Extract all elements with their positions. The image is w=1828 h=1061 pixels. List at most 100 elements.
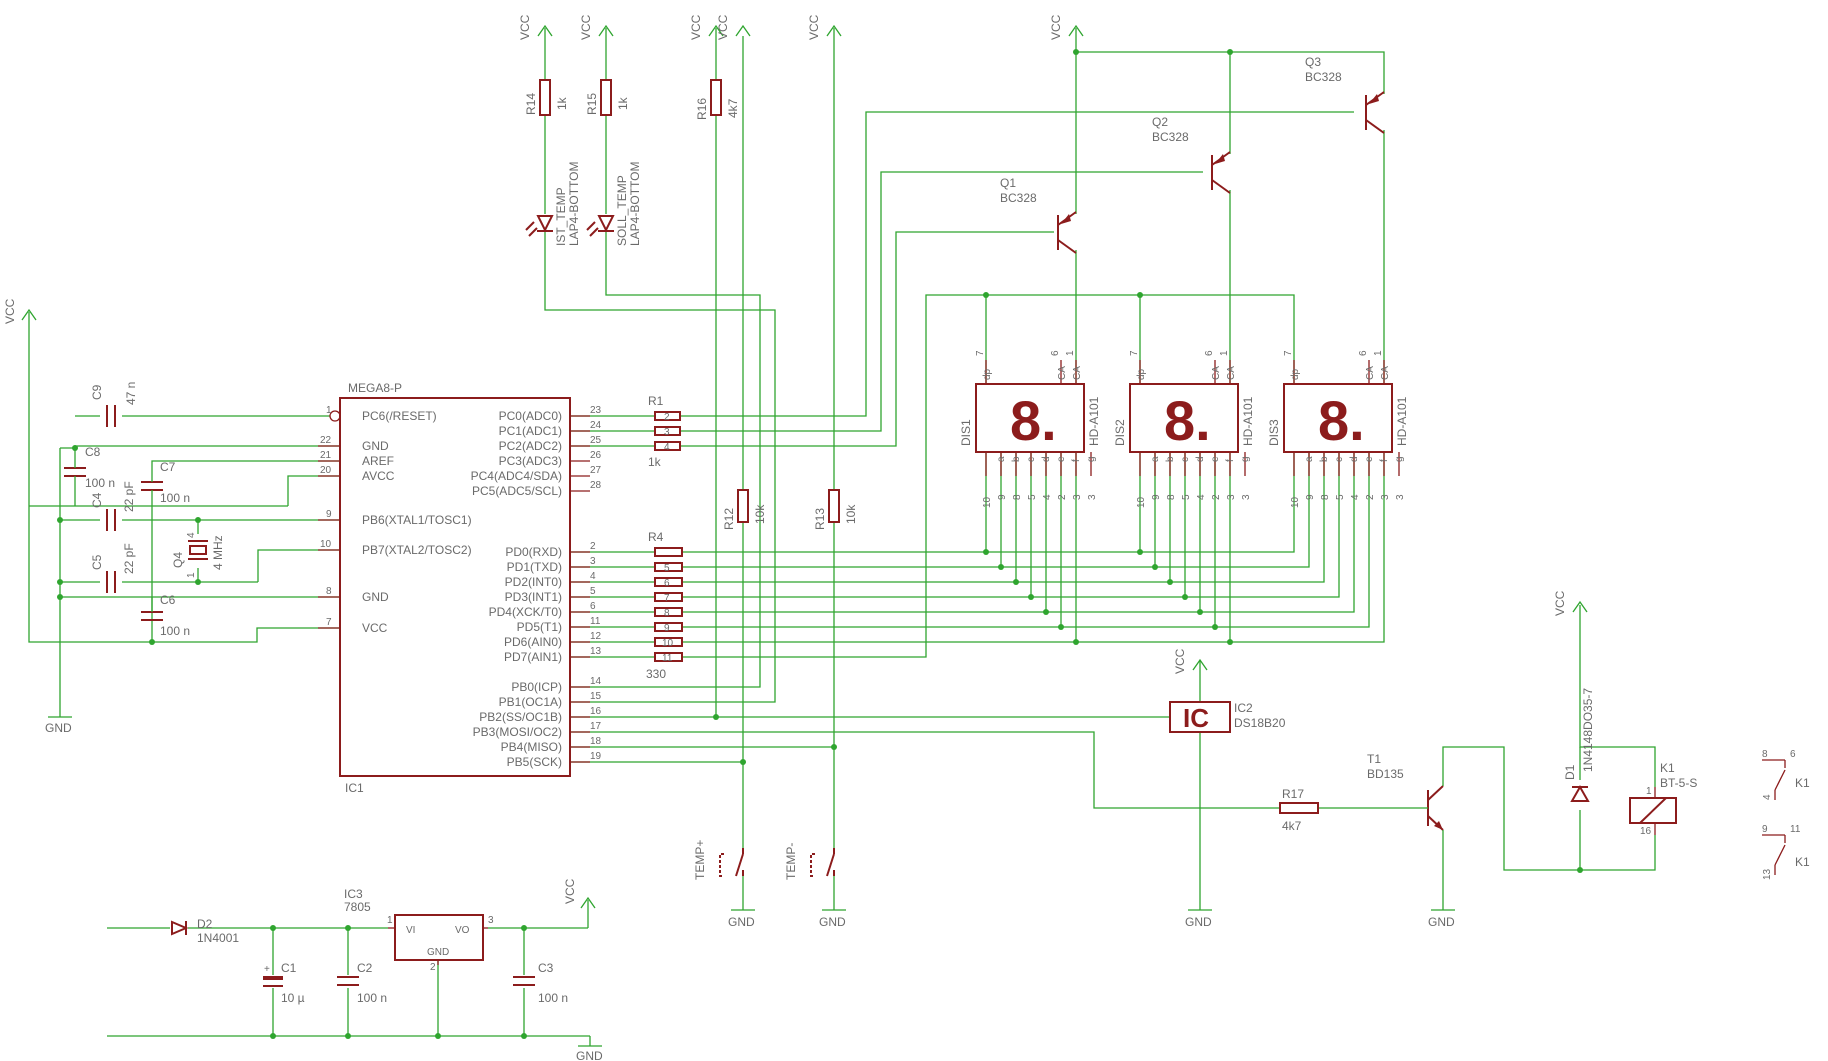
xtal-ref: Q4 bbox=[171, 552, 185, 568]
mcu: MEGA8-P IC1 1 PC6(/RESET) 22 GND 21 AREF… bbox=[318, 381, 602, 795]
pin-number: 6 bbox=[1358, 350, 1369, 356]
pin-number: 10 bbox=[1290, 496, 1301, 508]
c7-ref: C7 bbox=[160, 460, 176, 474]
pin-name: f bbox=[1379, 459, 1390, 462]
pin-name: c bbox=[1180, 457, 1191, 462]
gnd-supply: GND bbox=[576, 1045, 603, 1061]
contact-pin: 13 bbox=[1762, 868, 1773, 880]
r13-ref: R13 bbox=[813, 508, 827, 530]
c4-value: 22 pF bbox=[122, 481, 136, 512]
pin-name: CA bbox=[1365, 366, 1376, 380]
capacitor-c2: C2 100 n bbox=[337, 961, 387, 1005]
c6-ref: C6 bbox=[160, 593, 176, 607]
transistor-q1: Q1 BC328 bbox=[1000, 176, 1077, 254]
c2-value: 100 n bbox=[357, 991, 387, 1005]
pin-name: GND bbox=[362, 590, 389, 604]
contact-pin: 6 bbox=[1790, 749, 1796, 760]
contact-ref: K1 bbox=[1795, 855, 1810, 869]
pin-number: 8 bbox=[1012, 494, 1023, 500]
capacitor-c6: C6 100 n bbox=[141, 593, 190, 638]
vcc-label: VCC bbox=[1049, 14, 1063, 40]
gnd-t1: GND bbox=[1428, 909, 1455, 929]
pin-number: 1 bbox=[1373, 350, 1384, 356]
rn-seg: 10 bbox=[662, 638, 674, 649]
c9-ref: C9 bbox=[90, 384, 104, 400]
gnd-ic2: GND bbox=[1185, 909, 1212, 929]
pin-name: c bbox=[1026, 457, 1037, 462]
relay-coil: 1 16 K1 BT-5-S bbox=[1629, 761, 1697, 837]
diode-d2: D2 1N4001 bbox=[171, 917, 239, 945]
vcc-label: VCC bbox=[518, 14, 532, 40]
gnd-label: GND bbox=[45, 721, 72, 735]
pin-number: 3 bbox=[1395, 494, 1406, 500]
resistor-r15: R15 1k bbox=[585, 79, 630, 116]
resistor-r14: R14 1k bbox=[524, 79, 569, 116]
pin-number: 1 bbox=[1065, 350, 1076, 356]
relay-contact-1: 8 6 4 K1 bbox=[1762, 749, 1810, 800]
pin-number: 5 bbox=[1027, 494, 1038, 500]
reg-pin: 2 bbox=[430, 962, 436, 973]
contact-pin: 8 bbox=[1762, 749, 1768, 760]
coil-pin: 1 bbox=[1646, 786, 1652, 797]
rn-seg: 9 bbox=[664, 623, 670, 634]
vcc-q: VCC bbox=[1049, 14, 1084, 40]
pin-number: 6 bbox=[590, 601, 596, 612]
sensor-ds18b20: IC IC2 DS18B20 bbox=[1169, 701, 1286, 733]
pin-number: 3 bbox=[1380, 494, 1391, 500]
reg-gnd: GND bbox=[427, 947, 449, 958]
pin-number: 28 bbox=[590, 480, 602, 491]
r15-ref: R15 bbox=[585, 93, 599, 115]
pin-number: 3 bbox=[1072, 494, 1083, 500]
pin-number: 7 bbox=[975, 350, 986, 356]
rn2-ref: R4 bbox=[648, 530, 664, 544]
q2-ref: Q2 bbox=[1152, 115, 1168, 129]
vcc-left: VCC bbox=[3, 298, 37, 324]
resistor-r16: R16 4k7 bbox=[695, 79, 740, 120]
pin-number: 7 bbox=[1283, 350, 1294, 356]
pin-number: 7 bbox=[1129, 350, 1140, 356]
rn-seg: 3 bbox=[664, 427, 670, 438]
pin-name: PC0(ADC0) bbox=[499, 409, 562, 423]
capacitor-c1: + C1 10 µ bbox=[263, 961, 305, 1005]
pin-number: 9 bbox=[1151, 494, 1162, 500]
rn-seg: 5 bbox=[664, 563, 670, 574]
pin-number: 19 bbox=[590, 751, 602, 762]
pin-name: PD0(RXD) bbox=[505, 545, 562, 559]
pin-name: PB2(SS/OC1B) bbox=[479, 710, 562, 724]
rn-seg: 2 bbox=[664, 412, 670, 423]
pin-name: PC5(ADC5/SCL) bbox=[472, 484, 562, 498]
display-body bbox=[975, 383, 1085, 453]
pin-number: 5 bbox=[1335, 494, 1346, 500]
gnd-left: GND bbox=[45, 716, 72, 735]
pin-number: 22 bbox=[320, 435, 332, 446]
vcc-r12: VCC bbox=[716, 14, 751, 40]
capacitor-c9: C9 47 n bbox=[90, 382, 138, 427]
reg-pin: 3 bbox=[488, 915, 494, 926]
xtal-pin: 4 bbox=[186, 532, 197, 538]
pin-number: 14 bbox=[590, 676, 602, 687]
capacitor-c8: C8 100 n bbox=[64, 445, 115, 506]
pin-number: 4 bbox=[1196, 494, 1207, 500]
pin-number: 1 bbox=[1219, 350, 1230, 356]
pin-name: d bbox=[1195, 456, 1206, 462]
pin-name: PB0(ICP) bbox=[511, 680, 562, 694]
pin-name: e bbox=[1210, 456, 1221, 462]
reg-ref: IC3 bbox=[344, 887, 363, 901]
button-temp-plus: TEMP+ bbox=[693, 840, 744, 880]
sensor-ref: IC2 bbox=[1234, 701, 1253, 715]
pin-name: PB4(MISO) bbox=[501, 740, 562, 754]
pin-number: 4 bbox=[1350, 494, 1361, 500]
display-value: HD-A101 bbox=[1241, 396, 1255, 446]
capacitor-c5: C5 22 pF bbox=[90, 543, 136, 593]
display-glyph: 8. bbox=[1010, 389, 1057, 452]
pin-name: CA bbox=[1072, 366, 1083, 380]
pin-number: 3 bbox=[1226, 494, 1237, 500]
r16-ref: R16 bbox=[695, 98, 709, 120]
pin-name: d bbox=[1349, 456, 1360, 462]
gnd-label: GND bbox=[819, 915, 846, 929]
vcc-r16: VCC bbox=[689, 14, 724, 40]
coil-value: BT-5-S bbox=[1660, 776, 1697, 790]
pin-name: e bbox=[1364, 456, 1375, 462]
pin-number: 20 bbox=[320, 465, 332, 476]
button-label: TEMP+ bbox=[693, 840, 707, 880]
